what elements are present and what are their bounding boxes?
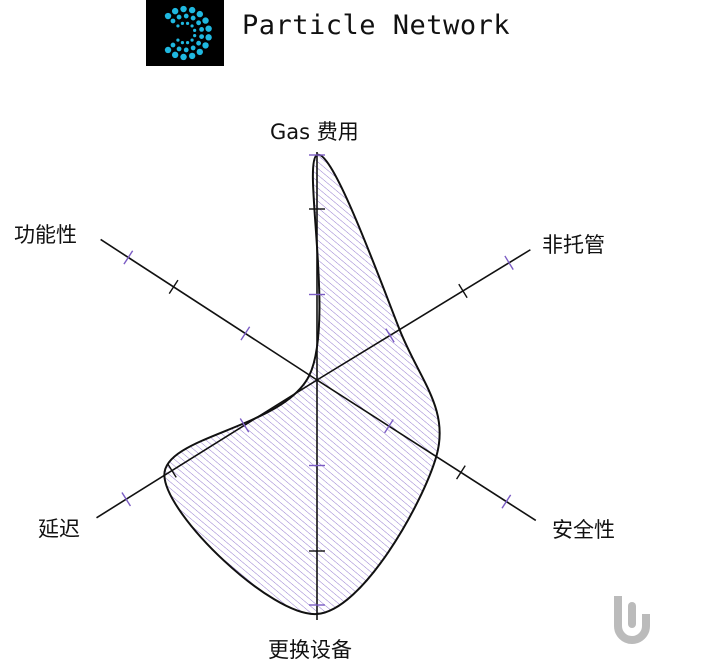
axis-tick — [502, 495, 511, 508]
axis-label-noncustodial: 非托管 — [542, 229, 605, 259]
axis-label-latency: 延迟 — [38, 513, 80, 543]
axis-tick — [124, 251, 133, 264]
axis-label-gas: Gas 费用 — [270, 116, 359, 146]
axis-tick — [457, 466, 466, 479]
axis-label-functionality: 功能性 — [14, 219, 77, 249]
axis-label-security: 安全性 — [552, 514, 615, 544]
axis-tick — [122, 492, 130, 506]
axis-line — [101, 239, 317, 380]
radar-chart — [0, 0, 720, 648]
axis-tick — [241, 327, 250, 340]
watermark-icon — [612, 592, 654, 644]
axis-label-device: 更换设备 — [268, 634, 352, 664]
axis-tick — [505, 256, 513, 270]
axis-tick — [459, 284, 467, 298]
axis-tick — [169, 280, 178, 293]
series-area — [164, 155, 439, 614]
